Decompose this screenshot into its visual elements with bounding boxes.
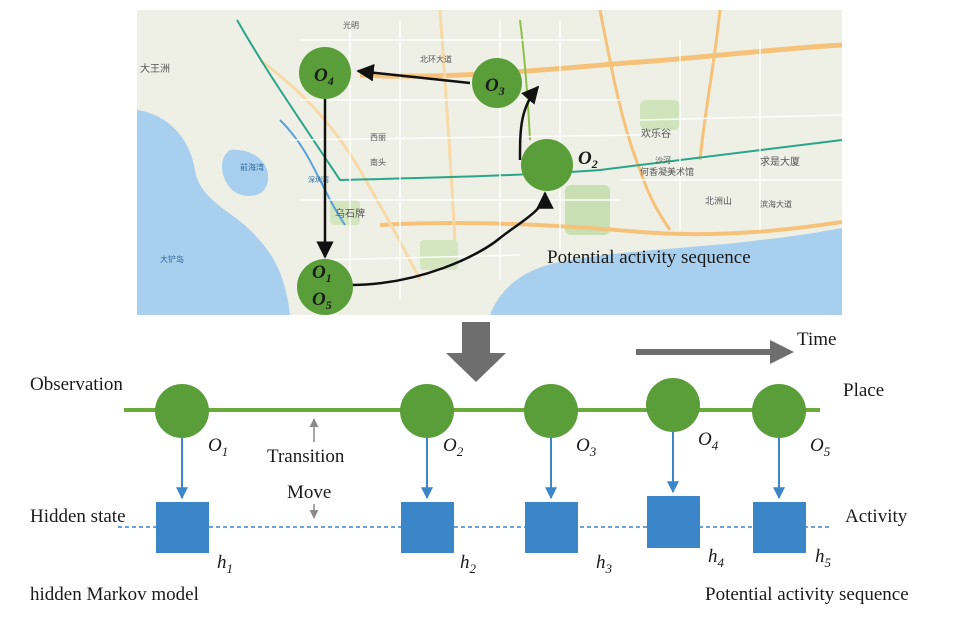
map-park xyxy=(330,200,360,225)
obs-node: O1 xyxy=(155,384,228,459)
map-place-label: 大王洲 xyxy=(140,62,170,75)
map-place-label: 大铲岛 xyxy=(160,254,184,264)
map-node-o1-o5: O1 O5 xyxy=(297,259,353,315)
svg-text:O3: O3 xyxy=(576,435,597,459)
svg-text:O4: O4 xyxy=(698,429,719,453)
map-metro-line xyxy=(236,19,842,182)
svg-text:O1: O1 xyxy=(208,435,228,459)
map-water-south xyxy=(490,228,842,315)
map-road xyxy=(698,10,722,161)
state-node: h5 xyxy=(753,502,832,570)
map-node-o3: O3 xyxy=(472,58,522,108)
obs-node: O4 xyxy=(646,378,719,453)
time-label: Time xyxy=(797,329,836,350)
svg-text:h5: h5 xyxy=(815,546,832,570)
observation-label: Observation xyxy=(30,374,123,395)
map-place-label: 求是大厦 xyxy=(760,155,800,168)
map-park xyxy=(420,240,458,270)
move-label: Move xyxy=(287,482,331,503)
svg-text:O5: O5 xyxy=(312,289,332,312)
svg-text:O4: O4 xyxy=(314,65,334,88)
transition-label: Transition xyxy=(267,446,345,467)
map-nodes: O4 O3 O2 O1 O5 xyxy=(297,47,598,315)
down-arrow xyxy=(446,322,506,382)
map-water-bay xyxy=(221,149,269,196)
map-place-label: 南头 xyxy=(370,157,386,167)
model-label: hidden Markov model xyxy=(30,584,199,605)
obs-node: O2 xyxy=(400,384,464,459)
svg-text:h4: h4 xyxy=(708,546,725,570)
map-place-label: 北洲山 xyxy=(705,196,732,207)
hidden-state-label: Hidden state xyxy=(30,506,126,527)
map-place-label: 前海湾 xyxy=(240,162,264,172)
map-road xyxy=(379,220,842,237)
state-node: h4 xyxy=(647,496,725,570)
map-water-west xyxy=(137,110,290,315)
map-place-label: 何香凝美术馆 xyxy=(640,166,694,178)
map-park xyxy=(565,185,610,235)
map-place-label: 深圳湾 xyxy=(308,175,329,184)
state-node: h1 xyxy=(156,502,233,576)
map-caption: Potential activity sequence xyxy=(547,247,751,268)
map-metro-line xyxy=(519,19,531,141)
svg-text:O5: O5 xyxy=(810,435,831,459)
svg-text:O2: O2 xyxy=(443,435,464,459)
map-place-label: 北环大道 xyxy=(420,54,452,64)
emission-arrows xyxy=(176,432,785,500)
svg-text:h2: h2 xyxy=(460,552,477,576)
map-place-label: 滨海大道 xyxy=(760,199,792,209)
map-place-label: 乌石牌 xyxy=(335,207,365,220)
state-node: h3 xyxy=(525,502,613,576)
map-node-o2: O2 xyxy=(521,139,598,191)
map-place-label: 西丽 xyxy=(370,133,386,142)
sequence-label: Potential activity sequence xyxy=(705,584,909,605)
place-label: Place xyxy=(843,380,884,401)
map-road xyxy=(259,58,422,281)
obs-node: O3 xyxy=(524,384,597,459)
svg-text:O2: O2 xyxy=(578,148,598,171)
obs-node: O5 xyxy=(752,384,831,459)
svg-text:O1: O1 xyxy=(312,262,332,285)
map-place-label: 沙河 xyxy=(655,155,671,165)
state-node: h2 xyxy=(401,502,477,576)
map-streets xyxy=(289,20,842,300)
svg-text:h3: h3 xyxy=(596,552,613,576)
map-park xyxy=(640,100,680,130)
map-road xyxy=(598,10,672,231)
map-road xyxy=(438,10,457,241)
trajectory-arrow-o3-o4 xyxy=(356,63,471,85)
svg-text:h1: h1 xyxy=(217,552,233,576)
svg-text:O3: O3 xyxy=(485,75,505,98)
activity-label: Activity xyxy=(845,506,908,527)
map-place-label: 欢乐谷 xyxy=(641,127,671,140)
map-node-o4: O4 xyxy=(299,47,351,99)
map-place-label: 光明 xyxy=(343,20,359,30)
map-panel: 大王洲 前海湾 乌石牌 大铲岛 南头 西丽 欢乐谷 沙河 何香凝美术馆 北洲山 … xyxy=(137,10,842,315)
map-trajectory xyxy=(316,63,554,287)
map-metro-line xyxy=(279,119,346,226)
trajectory-arrow-o1-o2 xyxy=(349,191,554,287)
map-place-labels: 大王洲 前海湾 乌石牌 大铲岛 南头 西丽 欢乐谷 沙河 何香凝美术馆 北洲山 … xyxy=(140,20,800,264)
time-arrow-head xyxy=(770,340,794,364)
trajectory-arrow-o2-o3 xyxy=(518,85,540,161)
